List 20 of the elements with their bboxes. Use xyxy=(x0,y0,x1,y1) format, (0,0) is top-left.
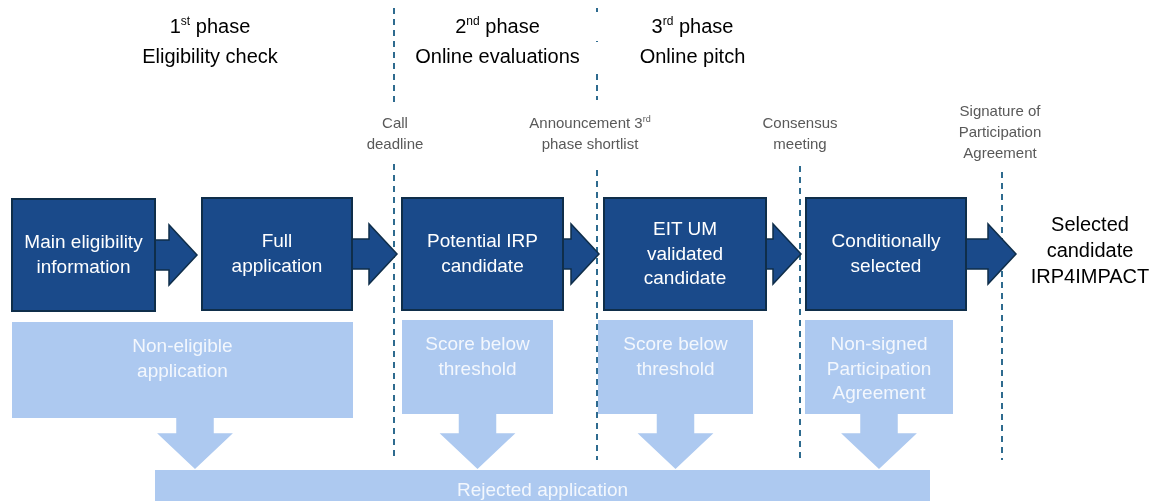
block-arrow xyxy=(350,222,399,286)
rejection-box: Score below threshold xyxy=(598,320,753,414)
block-arrow xyxy=(637,411,714,470)
rejection-box: Score below threshold xyxy=(402,320,553,414)
block-arrow xyxy=(764,222,803,286)
block-arrow xyxy=(153,223,199,287)
process-box: EIT UM validated candidate xyxy=(603,197,767,311)
rejection-box: Rejected application xyxy=(155,470,930,501)
process-box: Full application xyxy=(201,197,353,311)
process-box: Potential IRP candidate xyxy=(401,197,564,311)
rejection-box: Non-signed Participation Agreement xyxy=(805,320,953,414)
outcome-text: Selected candidate IRP4IMPACT xyxy=(1020,200,1160,300)
block-arrow xyxy=(439,411,516,470)
block-arrow xyxy=(964,222,1018,286)
rejection-box: Non-eligible application xyxy=(12,322,353,418)
block-arrow xyxy=(561,222,601,286)
block-arrow xyxy=(841,411,917,470)
block-arrow xyxy=(157,415,233,470)
process-box: Conditionally selected xyxy=(805,197,967,311)
process-box: Main eligibility information xyxy=(11,198,156,312)
